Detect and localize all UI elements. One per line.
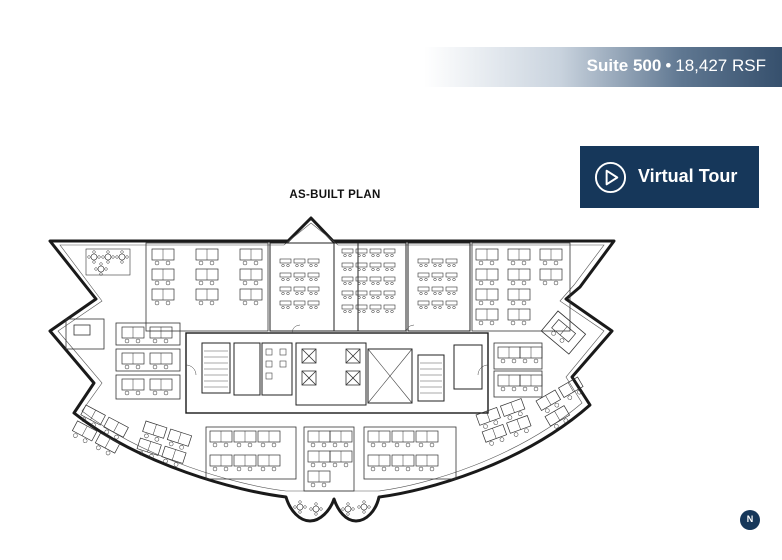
south-workstations-c [363, 426, 457, 480]
suite-separator: • [665, 56, 672, 75]
training-room-a [269, 242, 359, 332]
east-corner-office [540, 310, 587, 355]
west-office-c [115, 374, 181, 400]
restroom-east [261, 342, 293, 396]
building-core [185, 332, 489, 414]
freight-elevator [367, 348, 413, 404]
west-office-b [115, 348, 181, 372]
west-corner-office [65, 318, 105, 350]
electrical-room [453, 344, 483, 390]
virtual-tour-label: Virtual Tour [638, 166, 738, 186]
door-swings [185, 324, 489, 376]
building-outline [48, 216, 616, 523]
restroom-west [233, 342, 261, 396]
south-workstations-b [303, 426, 355, 492]
nw-lounge [85, 248, 131, 276]
inner-curtain-wall [57, 222, 605, 492]
floor-plan [48, 216, 616, 523]
suite-info: Suite 500•18,427 RSF [587, 56, 766, 76]
elevator-lobby [295, 342, 367, 406]
suite-banner: Suite 500•18,427 RSF [424, 47, 782, 87]
training-room-c [407, 242, 471, 332]
play-circle-icon [594, 161, 627, 194]
suite-name: Suite 500 [586, 56, 662, 75]
west-office-a [115, 322, 181, 346]
stair-east [417, 354, 445, 402]
north-arrow-icon: N [740, 510, 760, 530]
stair-west [201, 342, 231, 394]
north-label: N [746, 514, 754, 524]
south-workstations-a [205, 426, 297, 480]
suite-area: 18,427 RSF [675, 56, 766, 75]
nw-workstation-zone [145, 242, 269, 332]
plan-title: AS-BUILT PLAN [289, 189, 381, 201]
ne-workstation-zone [471, 242, 571, 332]
training-room-b [333, 242, 407, 332]
virtual-tour-button[interactable]: Virtual Tour [580, 146, 759, 208]
